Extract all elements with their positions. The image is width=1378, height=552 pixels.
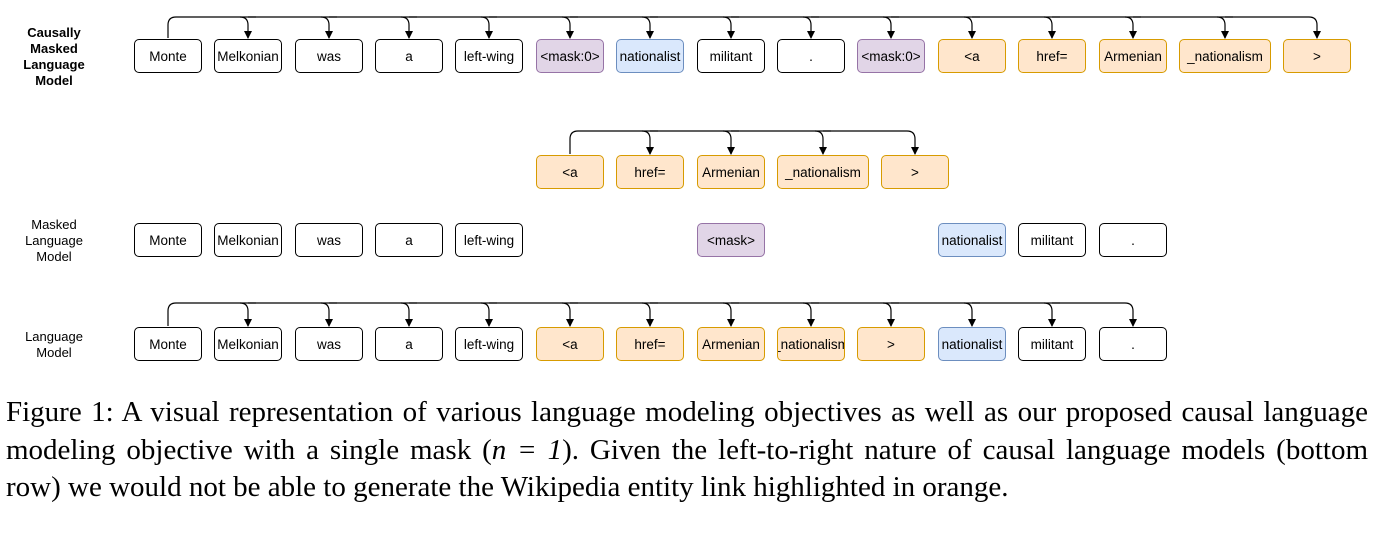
arrow-to-token	[722, 302, 735, 327]
arrow-to-token	[1043, 16, 1056, 39]
token-box: .	[1099, 327, 1167, 361]
caption-part2: ). Given the left-to-right nature of cau…	[6, 433, 1368, 504]
token-box: >	[1283, 39, 1351, 73]
token-box: <a	[536, 327, 604, 361]
token-box: was	[295, 327, 363, 361]
arrow-to-token	[400, 16, 413, 39]
token-box: <a	[536, 155, 604, 189]
token-box: was	[295, 39, 363, 73]
token-box: was	[295, 223, 363, 257]
arrow-to-token	[239, 16, 252, 39]
token-box: nationalist	[616, 39, 684, 73]
arrow-to-token	[722, 16, 735, 39]
token-box: >	[881, 155, 949, 189]
arrow-to-token	[561, 16, 574, 39]
token-box: <a	[938, 39, 1006, 73]
arrow-to-token	[320, 16, 333, 39]
arrow-to-token	[641, 130, 654, 155]
token-box: left-wing	[455, 327, 523, 361]
token-box: _nationalism	[777, 327, 845, 361]
token-box: .	[1099, 223, 1167, 257]
token-box: Monte	[134, 39, 202, 73]
arrow-start	[569, 130, 579, 154]
arrow-to-token	[906, 130, 919, 155]
row-label-causally-masked: Causally Masked Language Model	[23, 25, 85, 88]
arrow-to-token	[963, 302, 976, 327]
caption-math: n = 1	[491, 433, 563, 466]
token-box: a	[375, 327, 443, 361]
arrow-to-token	[882, 16, 895, 39]
arrow-to-token	[882, 302, 895, 327]
row-label-masked: Masked Language Model	[25, 217, 83, 264]
token-box: militant	[1018, 327, 1086, 361]
token-box: >	[857, 327, 925, 361]
token-box: a	[375, 39, 443, 73]
arrow-to-token	[1124, 16, 1137, 39]
token-box: <mask>	[697, 223, 765, 257]
diagram-arrows	[167, 16, 1321, 327]
token-box: Armenian	[697, 327, 765, 361]
token-box: _nationalism	[1179, 39, 1271, 73]
arrow-to-token	[320, 302, 333, 327]
token-box: left-wing	[455, 223, 523, 257]
arrow-to-token	[1308, 16, 1321, 39]
token-box: href=	[616, 327, 684, 361]
arrow-to-token	[802, 302, 815, 327]
arrow-start	[167, 302, 177, 326]
arrow-to-token	[802, 16, 815, 39]
arrow-to-token	[641, 302, 654, 327]
token-box: Melkonian	[214, 39, 282, 73]
token-box: _nationalism	[777, 155, 869, 189]
arrow-to-token	[814, 130, 827, 155]
token-box: <mask:0>	[536, 39, 604, 73]
arrow-start	[167, 16, 177, 38]
token-box: .	[777, 39, 845, 73]
token-box: Melkonian	[214, 223, 282, 257]
token-box: Monte	[134, 327, 202, 361]
token-box: a	[375, 223, 443, 257]
token-box: href=	[616, 155, 684, 189]
arrow-to-token	[641, 16, 654, 39]
row-label-language: Language Model	[25, 329, 83, 360]
arrow-to-token	[1216, 16, 1229, 39]
token-box: militant	[1018, 223, 1086, 257]
figure-caption: Figure 1: A visual representation of var…	[6, 394, 1368, 507]
arrow-to-token	[1043, 302, 1056, 327]
token-box: militant	[697, 39, 765, 73]
token-box: Monte	[134, 223, 202, 257]
arrow-to-token	[1124, 302, 1137, 327]
token-box: <mask:0>	[857, 39, 925, 73]
arrow-to-token	[400, 302, 413, 327]
caption-part1: Figure 1: A visual representation of var…	[6, 396, 1368, 466]
token-box: nationalist	[938, 327, 1006, 361]
token-box: Armenian	[1099, 39, 1167, 73]
token-box: href=	[1018, 39, 1086, 73]
arrow-to-token	[561, 302, 574, 327]
token-box: Armenian	[697, 155, 765, 189]
token-box: nationalist	[938, 223, 1006, 257]
arrow-to-token	[722, 130, 735, 155]
arrow-to-token	[480, 16, 493, 39]
arrow-to-token	[480, 302, 493, 327]
token-box: Melkonian	[214, 327, 282, 361]
arrow-to-token	[239, 302, 252, 327]
token-box: left-wing	[455, 39, 523, 73]
arrow-to-token	[963, 16, 976, 39]
